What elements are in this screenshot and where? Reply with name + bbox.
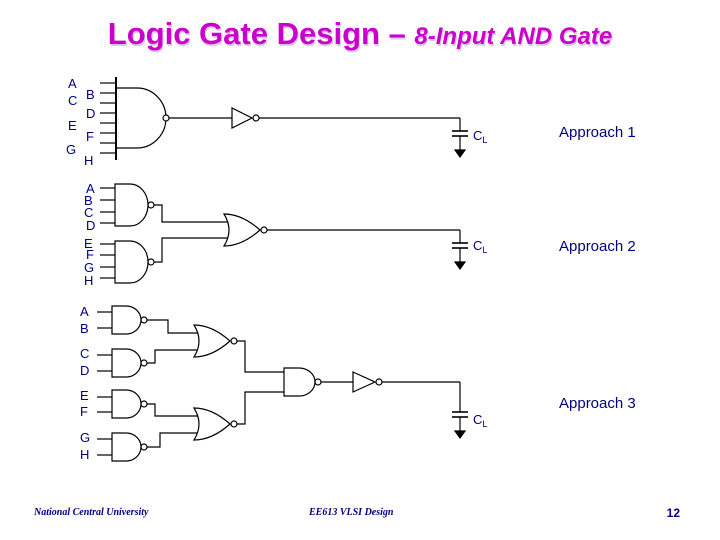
nand2-gate-gh (111, 432, 142, 462)
a1-label-g: G (66, 142, 76, 157)
a3-label-c: C (80, 346, 89, 361)
a2-label-b: B (84, 193, 93, 208)
a2-label-e: E (84, 236, 93, 251)
a2-label-f: F (86, 247, 94, 262)
cl-label-2: CL (473, 238, 487, 255)
a3-label-a: A (80, 304, 89, 319)
a3-label-b: B (80, 321, 89, 336)
nand2-gate-cd (111, 348, 142, 378)
a3-label-h: H (80, 447, 89, 462)
inverter-3 (352, 371, 377, 393)
a2-label-a: A (86, 181, 95, 196)
footer-course: EE613 VLSI Design (309, 507, 394, 518)
slide-title: Logic Gate Design – 8-Input AND Gate (0, 16, 720, 52)
a1-label-b: B (86, 87, 95, 102)
a2-label-g: G (84, 260, 94, 275)
load-capacitor-2 (452, 230, 468, 271)
nor2-gate-bottom (192, 407, 231, 441)
page-number: 12 (666, 506, 680, 520)
approach-1-label: Approach 1 (559, 124, 636, 141)
nor2-gate-top (192, 324, 231, 358)
a1-label-d: D (86, 106, 95, 121)
footer-university: National Central University (34, 507, 149, 518)
nand8-bubble (162, 114, 170, 122)
nand2-gate-ef (111, 389, 142, 419)
a2-label-c: C (84, 205, 93, 220)
a2-label-d: D (86, 218, 95, 233)
slide-title-sub: 8-Input AND Gate (414, 23, 613, 50)
a1-label-f: F (86, 129, 94, 144)
a3-label-g: G (80, 430, 90, 445)
approach-2-label: Approach 2 (559, 238, 636, 255)
nand4-gate-2 (114, 240, 149, 284)
slide-title-main: Logic Gate Design – (107, 16, 406, 51)
a3-label-e: E (80, 388, 89, 403)
a2-label-h: H (84, 273, 93, 288)
inverter-1 (231, 107, 254, 129)
a1-label-a: A (68, 76, 77, 91)
nand8-gate (116, 87, 167, 149)
cl-label-1: CL (473, 128, 487, 145)
approach-3-circuit (97, 305, 468, 462)
a1-label-e: E (68, 118, 77, 133)
a3-label-d: D (80, 363, 89, 378)
nor2-gate-a2 (222, 213, 261, 247)
approach-3-label: Approach 3 (559, 395, 636, 412)
load-capacitor-1 (452, 118, 468, 159)
nand2-gate-final (283, 367, 316, 397)
load-capacitor-3 (452, 382, 468, 440)
a1-label-h: H (84, 153, 93, 168)
a3-label-f: F (80, 404, 88, 419)
a1-label-c: C (68, 93, 77, 108)
cl-label-3: CL (473, 412, 487, 429)
nand4-gate-1 (114, 183, 149, 227)
approach-1-circuit (100, 77, 468, 160)
nand2-gate-ab (111, 305, 142, 335)
approach-2-circuit (100, 183, 468, 284)
